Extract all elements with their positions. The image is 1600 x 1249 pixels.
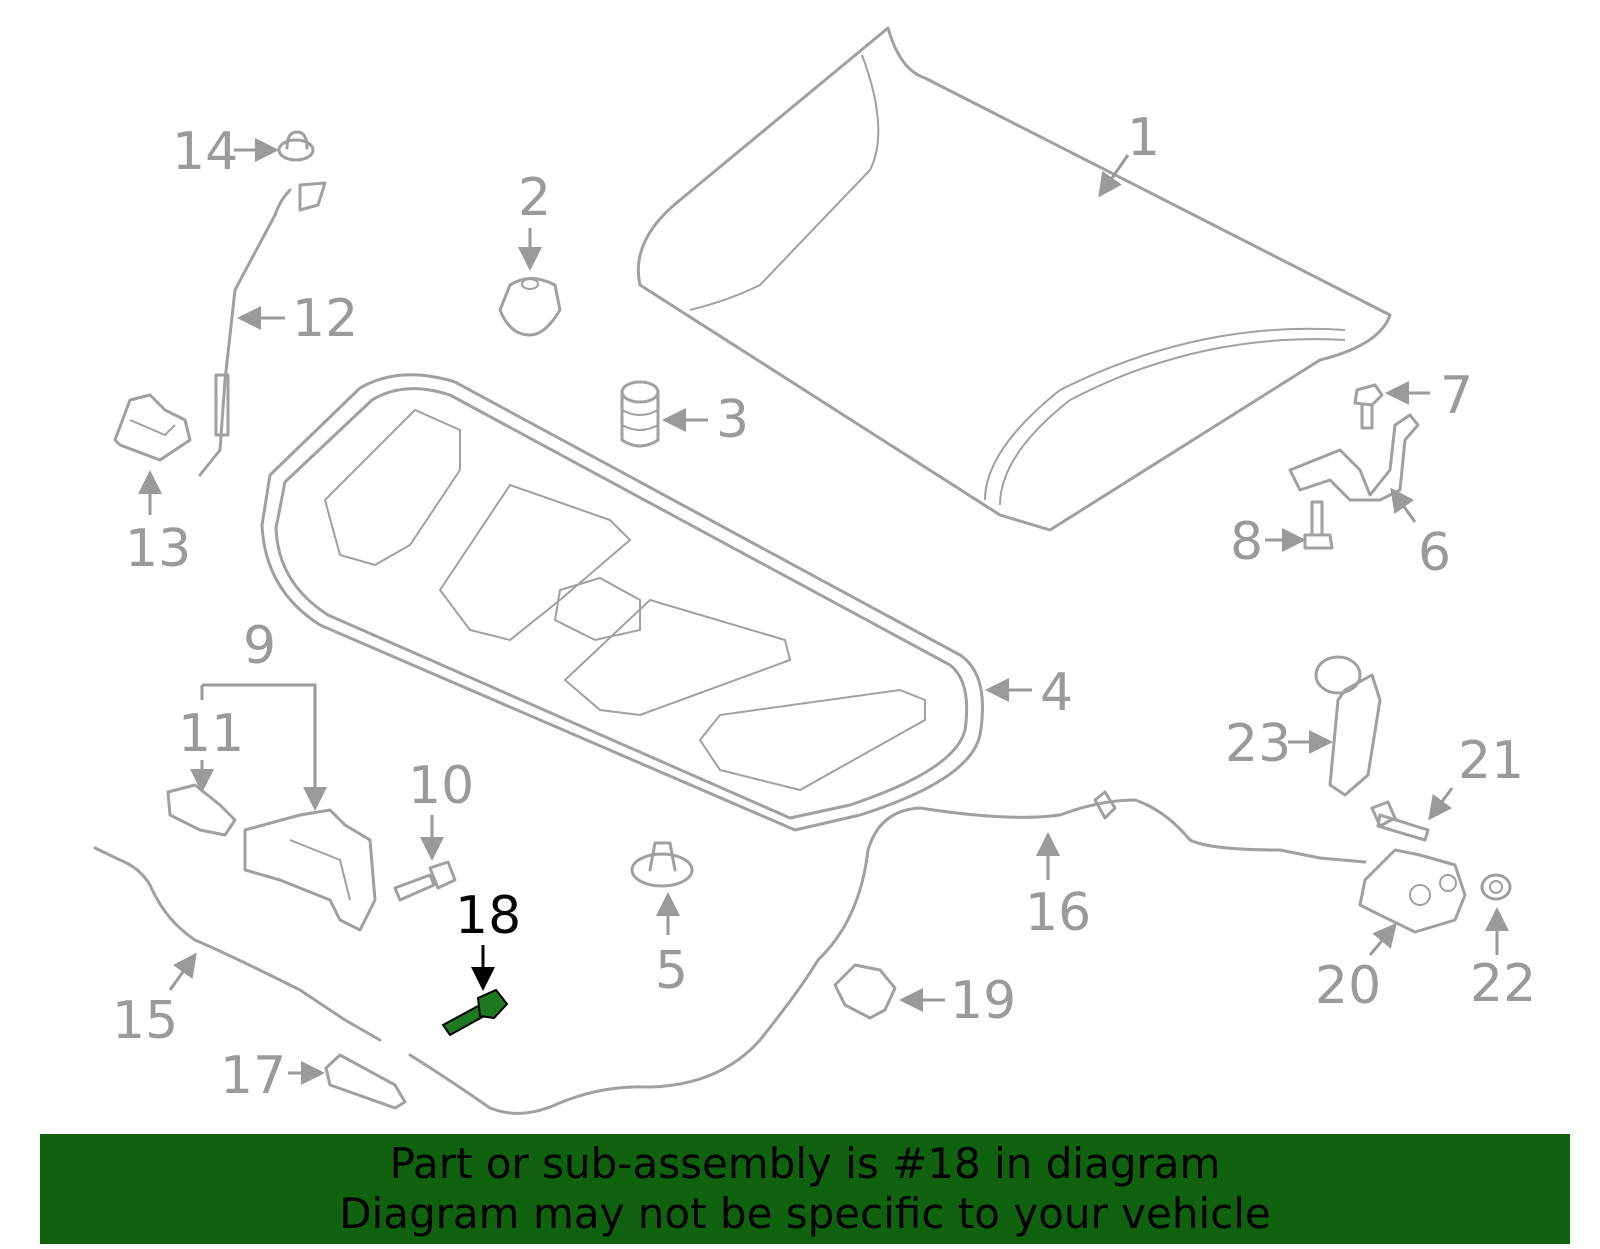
part-15-cable[interactable] bbox=[93, 846, 382, 1042]
callout-4: 4 bbox=[1040, 663, 1074, 723]
part-5-clip[interactable] bbox=[630, 841, 694, 888]
part-22-nut[interactable] bbox=[1480, 873, 1512, 901]
callout-8: 8 bbox=[1230, 512, 1264, 572]
callout-5: 5 bbox=[655, 941, 689, 1001]
callout-12: 12 bbox=[292, 289, 359, 349]
callout-3: 3 bbox=[716, 390, 750, 450]
part-3-stopper[interactable] bbox=[620, 380, 660, 448]
part-4-insulator[interactable] bbox=[260, 373, 984, 832]
part-7-bolt[interactable] bbox=[1353, 383, 1384, 430]
callout-11: 11 bbox=[178, 704, 245, 764]
callout-22: 22 bbox=[1470, 954, 1537, 1014]
part-18-bolt[interactable] bbox=[441, 988, 509, 1037]
callout-17: 17 bbox=[220, 1046, 287, 1106]
callout-9: 9 bbox=[243, 616, 277, 676]
leader-15 bbox=[168, 952, 197, 991]
part-19-clip[interactable] bbox=[833, 963, 897, 1020]
part-12-support-rod[interactable] bbox=[198, 181, 327, 477]
part-14-grommet[interactable] bbox=[277, 130, 315, 162]
callout-1: 1 bbox=[1127, 108, 1161, 168]
callout-7: 7 bbox=[1440, 366, 1474, 426]
callout-20: 20 bbox=[1315, 956, 1382, 1016]
callout-19: 19 bbox=[950, 971, 1017, 1031]
leader-21 bbox=[1428, 787, 1454, 821]
part-1-hood[interactable] bbox=[636, 26, 1392, 532]
part-16-release-cable[interactable] bbox=[408, 790, 1367, 1115]
part-10-bolt[interactable] bbox=[393, 860, 457, 902]
info-banner: Part or sub-assembly is #18 in diagram D… bbox=[40, 1134, 1570, 1244]
callout-21: 21 bbox=[1458, 731, 1525, 791]
part-8-bolt[interactable] bbox=[1303, 500, 1334, 550]
leader-20 bbox=[1368, 922, 1397, 956]
callout-2: 2 bbox=[518, 168, 552, 228]
callout-16: 16 bbox=[1025, 883, 1092, 943]
callout-10: 10 bbox=[408, 756, 475, 816]
part-23-stopper[interactable] bbox=[1314, 655, 1382, 797]
banner-line-1: Part or sub-assembly is #18 in diagram bbox=[389, 1139, 1221, 1188]
part-11-switch[interactable] bbox=[166, 783, 237, 837]
callout-13: 13 bbox=[125, 519, 192, 579]
part-13-bracket[interactable] bbox=[113, 393, 192, 462]
callout-6: 6 bbox=[1418, 523, 1452, 583]
callout-15: 15 bbox=[112, 991, 179, 1051]
part-6-hinge[interactable] bbox=[1288, 413, 1420, 502]
part-20-latch[interactable] bbox=[1358, 848, 1467, 934]
part-21-bolt[interactable] bbox=[1370, 800, 1430, 842]
part-9-latch[interactable] bbox=[243, 808, 377, 932]
part-2-bumper[interactable] bbox=[498, 277, 562, 337]
callout-14: 14 bbox=[172, 122, 239, 182]
banner-line-2: Diagram may not be specific to your vehi… bbox=[339, 1189, 1271, 1238]
leader-1 bbox=[1098, 154, 1130, 198]
leader-9 bbox=[202, 683, 327, 811]
callout-18: 18 bbox=[455, 886, 522, 946]
leader-6 bbox=[1390, 487, 1417, 523]
callout-23: 23 bbox=[1225, 714, 1292, 774]
part-17-bracket[interactable] bbox=[324, 1053, 407, 1110]
